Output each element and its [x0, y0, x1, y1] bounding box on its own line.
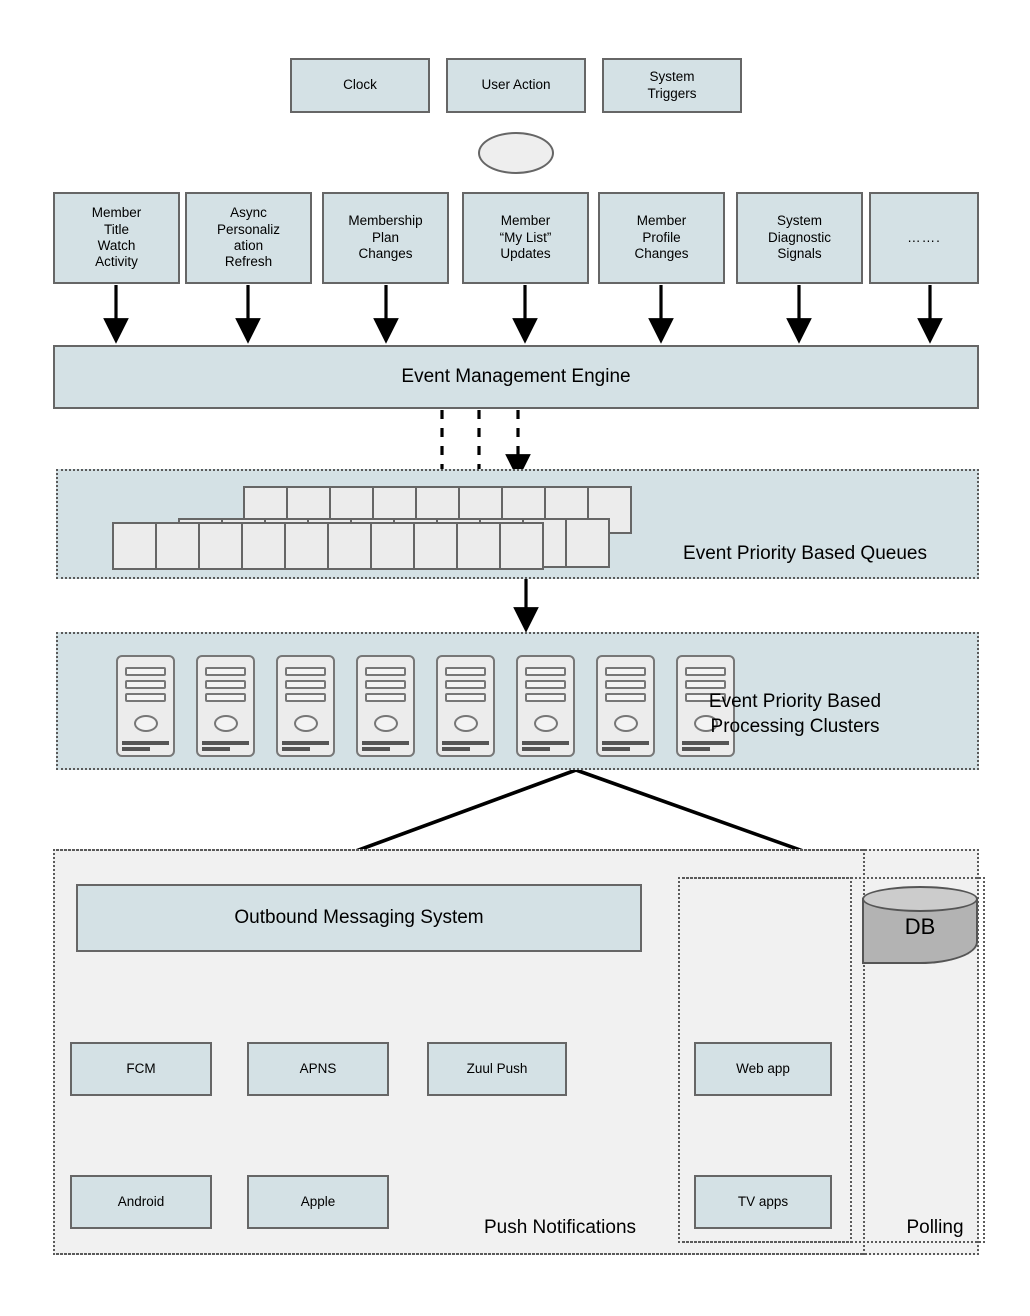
server-slot	[444, 680, 487, 689]
outbound-messaging-system[interactable]: Outbound Messaging System	[76, 884, 642, 952]
server-slot	[364, 680, 407, 689]
server-base-bar	[362, 741, 409, 745]
server-slot	[604, 667, 647, 676]
server-indicator	[693, 715, 718, 732]
server-tower-icon	[276, 655, 335, 757]
server-indicator	[133, 715, 158, 732]
event-source-system-diagnostic-signals[interactable]: System Diagnostic Signals	[736, 192, 863, 284]
server-base-bar	[362, 747, 390, 751]
server-slot	[284, 667, 327, 676]
server-tower-icon	[436, 655, 495, 757]
server-indicator	[613, 715, 638, 732]
queues-zone-label: Event Priority Based Queues	[683, 543, 927, 564]
queue-cell	[370, 522, 415, 570]
server-indicator	[533, 715, 558, 732]
server-slot	[684, 667, 727, 676]
device-apple[interactable]: Apple	[247, 1175, 389, 1229]
server-slot	[204, 680, 247, 689]
trigger-box-user-action[interactable]: User Action	[446, 58, 586, 113]
server-slot	[604, 693, 647, 702]
trigger-box-system-triggers[interactable]: System Triggers	[602, 58, 742, 113]
server-tower-icon	[596, 655, 655, 757]
server-slot	[204, 667, 247, 676]
queue-cell	[565, 518, 610, 568]
server-slot	[524, 680, 567, 689]
server-base-bar	[282, 741, 329, 745]
event-source-member-profile-changes[interactable]: Member Profile Changes	[598, 192, 725, 284]
server-slot	[684, 680, 727, 689]
queue-cell	[413, 522, 458, 570]
server-base-bar	[442, 741, 489, 745]
event-source-member-my-list-updates[interactable]: Member “My List” Updates	[462, 192, 589, 284]
server-slot	[684, 693, 727, 702]
queue-cell	[327, 522, 372, 570]
server-base-bar	[522, 741, 569, 745]
server-tower-icon	[676, 655, 735, 757]
push-notifications-zone-label: Push Notifications	[483, 1217, 637, 1238]
queue-cell	[241, 522, 286, 570]
client-tv-apps[interactable]: TV apps	[694, 1175, 832, 1229]
push-provider-fcm[interactable]: FCM	[70, 1042, 212, 1096]
server-slot	[284, 680, 327, 689]
event-source-member-title-watch-activity[interactable]: Member Title Watch Activity	[53, 192, 180, 284]
queue-cell	[499, 522, 544, 570]
server-slot	[204, 693, 247, 702]
db-label: DB	[904, 914, 936, 939]
server-indicator	[293, 715, 318, 732]
server-indicator	[373, 715, 398, 732]
server-base-bar	[122, 741, 169, 745]
server-tower-icon	[116, 655, 175, 757]
queue-cell	[284, 522, 329, 570]
server-slot	[124, 667, 167, 676]
database-cylinder[interactable]: DB	[862, 886, 978, 964]
push-notifications-zone	[53, 849, 865, 1255]
queue-cell	[155, 522, 200, 570]
server-indicator	[213, 715, 238, 732]
queue-cell	[198, 522, 243, 570]
server-base-bar	[602, 741, 649, 745]
server-slot	[364, 693, 407, 702]
server-slot	[124, 693, 167, 702]
server-slot	[124, 680, 167, 689]
server-tower-icon	[516, 655, 575, 757]
server-base-bar	[442, 747, 470, 751]
event-management-engine[interactable]: Event Management Engine	[53, 345, 979, 409]
server-base-bar	[282, 747, 310, 751]
server-tower-icon	[196, 655, 255, 757]
server-base-bar	[682, 741, 729, 745]
event-source-async-personalization-refresh[interactable]: Async Personaliz ation Refresh	[185, 192, 312, 284]
server-indicator	[453, 715, 478, 732]
server-slot	[524, 667, 567, 676]
trigger-box-clock[interactable]: Clock	[290, 58, 430, 113]
server-base-bar	[202, 741, 249, 745]
queue-cell	[456, 522, 501, 570]
server-base-bar	[682, 747, 710, 751]
client-apps-zone	[678, 877, 852, 1243]
server-tower-icon	[356, 655, 415, 757]
queue-cell	[112, 522, 157, 570]
polling-zone-label: Polling	[906, 1217, 964, 1238]
db-top	[862, 886, 978, 912]
server-slot	[444, 667, 487, 676]
push-provider-apns[interactable]: APNS	[247, 1042, 389, 1096]
trigger-merge-ellipse	[478, 132, 554, 174]
server-slot	[364, 667, 407, 676]
push-provider-zuul-push[interactable]: Zuul Push	[427, 1042, 567, 1096]
server-base-bar	[522, 747, 550, 751]
server-base-bar	[602, 747, 630, 751]
event-source-more[interactable]: …….	[869, 192, 979, 284]
device-android[interactable]: Android	[70, 1175, 212, 1229]
clusters-zone-label: Event Priority Based Processing Clusters	[708, 691, 882, 737]
event-source-membership-plan-changes[interactable]: Membership Plan Changes	[322, 192, 449, 284]
server-slot	[444, 693, 487, 702]
server-base-bar	[202, 747, 230, 751]
client-web-app[interactable]: Web app	[694, 1042, 832, 1096]
server-slot	[284, 693, 327, 702]
server-base-bar	[122, 747, 150, 751]
server-slot	[524, 693, 567, 702]
server-slot	[604, 680, 647, 689]
